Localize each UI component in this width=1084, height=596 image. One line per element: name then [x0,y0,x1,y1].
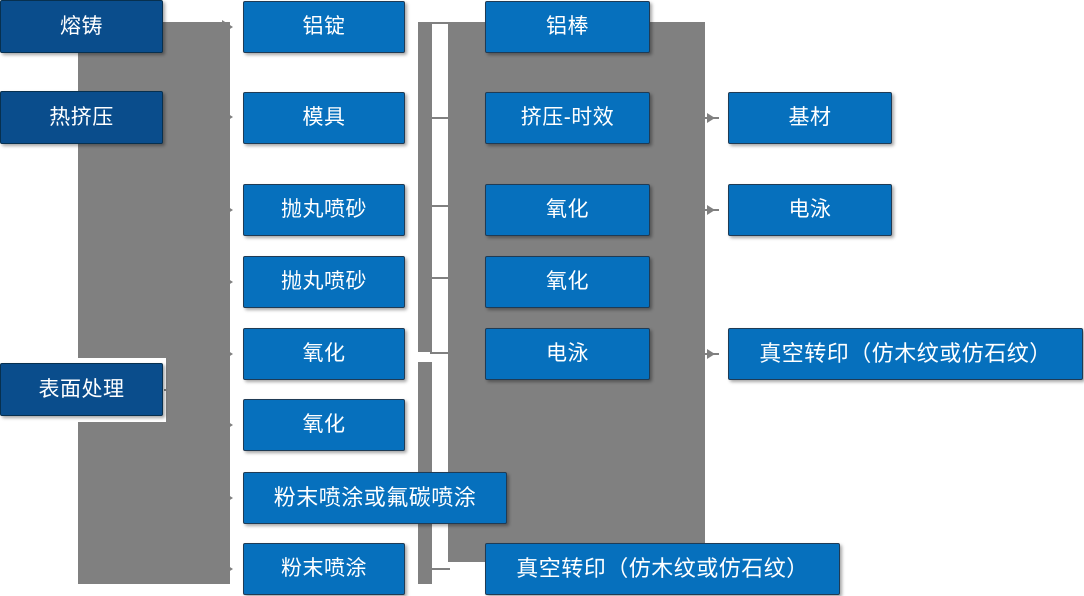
arrow-head-to-output-3 [707,349,715,359]
output-node-vacuum-transfer[interactable]: 真空转印（仿木纹或仿石纹） [728,328,1083,380]
process-node-oxidation-2[interactable]: 氧化 [485,256,650,308]
stage-node-hot-extrusion[interactable]: 热挤压 [0,91,163,144]
connector-rung-4 [430,277,450,279]
arrow-to-input-5 [222,347,233,361]
process-node-electrophoresis[interactable]: 电泳 [485,328,650,380]
connector-link-surface [164,389,182,391]
input-label-oxidation-1: 氧化 [302,342,346,366]
input-node-powder-fluorocarbon[interactable]: 粉末喷涂或氟碳喷涂 [243,472,507,524]
input-node-oxidation-1[interactable]: 氧化 [243,328,405,380]
connector-rung-1 [430,22,450,24]
input-node-ingot[interactable]: 铝锭 [243,1,405,53]
output-label-electrophoresis: 电泳 [788,198,832,222]
stage-label-hot-extrusion: 热挤压 [49,105,114,129]
connector-rung-5 [430,352,450,354]
output-label-substrate: 基材 [788,106,832,130]
process-node-oxidation-1[interactable]: 氧化 [485,184,650,236]
process-label-oxidation-1: 氧化 [546,198,589,222]
input-label-powder-coating: 粉末喷涂 [281,557,367,581]
process-label-aluminum-bar: 铝棒 [546,15,589,39]
stage-node-surface-treatment[interactable]: 表面处理 [0,363,163,416]
process-label-oxidation-2: 氧化 [546,270,589,294]
input-label-powder-fluorocarbon: 粉末喷涂或氟碳喷涂 [273,484,477,510]
arrow-to-input-6 [222,418,233,432]
connector-bar-narrow-left [418,22,432,352]
input-node-powder-coating[interactable]: 粉末喷涂 [243,543,405,595]
process-node-vacuum-transfer[interactable]: 真空转印（仿木纹或仿石纹） [485,543,840,595]
process-label-electrophoresis: 电泳 [546,342,589,366]
arrow-to-input-4 [222,275,233,289]
arrow-to-input-1 [222,20,233,34]
arrow-head-to-output-1 [707,113,715,123]
process-node-extrusion-aging[interactable]: 挤压-时效 [485,92,650,144]
connector-rung-6 [430,568,450,570]
connector-rung-2 [430,117,450,119]
arrow-to-input-2 [222,110,233,124]
process-label-vacuum-transfer: 真空转印（仿木纹或仿石纹） [516,555,809,581]
output-label-vacuum-transfer: 真空转印（仿木纹或仿石纹） [759,340,1052,366]
arrow-to-input-8 [222,562,233,576]
input-label-shotblast-1: 抛丸喷砂 [281,198,367,222]
connector-stub-melting-extrude [78,52,80,90]
input-node-mold[interactable]: 模具 [243,92,405,144]
arrow-head-to-output-2 [707,205,715,215]
stage-label-melting: 熔铸 [60,14,103,38]
connector-rung-3 [430,205,450,207]
arrow-to-input-7 [222,491,233,505]
stage-node-melting[interactable]: 熔铸 [0,0,163,53]
process-label-extrusion-aging: 挤压-时效 [520,106,615,130]
stage-label-surface-treatment: 表面处理 [38,377,125,401]
process-node-aluminum-bar[interactable]: 铝棒 [485,1,650,53]
output-node-substrate[interactable]: 基材 [728,92,892,144]
input-label-mold: 模具 [302,106,346,130]
output-node-electrophoresis[interactable]: 电泳 [728,184,892,236]
arrow-to-input-3 [222,203,233,217]
input-label-shotblast-2: 抛丸喷砂 [281,270,367,294]
input-label-ingot: 铝锭 [302,15,346,39]
input-node-oxidation-2[interactable]: 氧化 [243,399,405,451]
input-label-oxidation-2: 氧化 [302,413,346,437]
input-node-shotblast-1[interactable]: 抛丸喷砂 [243,184,405,236]
input-node-shotblast-2[interactable]: 抛丸喷砂 [243,256,405,308]
